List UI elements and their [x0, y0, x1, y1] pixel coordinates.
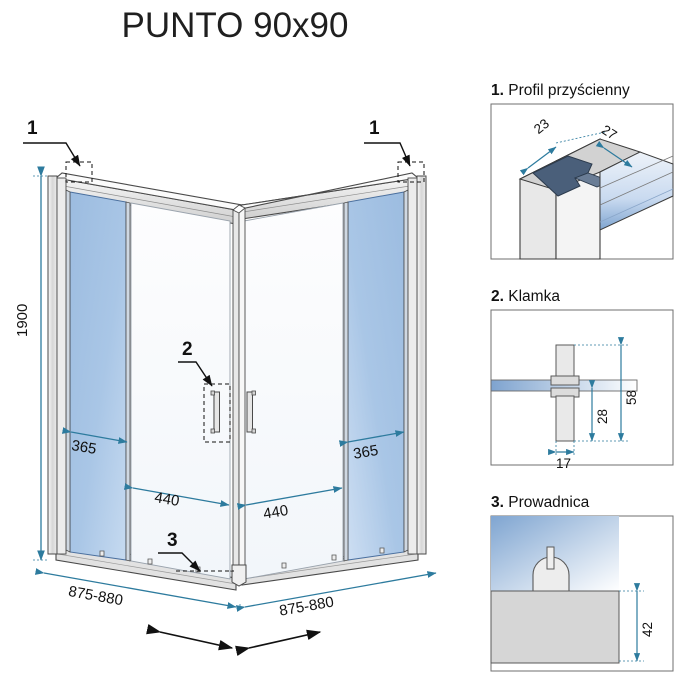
callout-1-left: 1 [27, 118, 38, 139]
callout-1-right: 1 [369, 118, 380, 139]
dimension-lines [33, 166, 437, 612]
wall-profile-right [407, 175, 427, 555]
detail-box-2-klamka [490, 309, 674, 466]
enclosure-geometry [47, 172, 427, 591]
slide-direction-arrows [146, 623, 322, 657]
detail-2-dim-58: 58 [624, 389, 639, 405]
sliding-door-right [243, 202, 344, 580]
sliding-door-left [130, 202, 231, 580]
detail-3-dim-42: 42 [640, 621, 655, 637]
detail-1-title: 1. Profil przyścienny [491, 82, 630, 99]
corner-post-center [231, 204, 247, 587]
detail-box-1-profil [490, 103, 674, 260]
detail-2-title: 2. Klamka [491, 288, 560, 305]
dim-height-1900: 1900 [14, 303, 31, 337]
callout-3-guide: 3 [167, 530, 178, 551]
detail-2-dim-17: 17 [556, 456, 572, 471]
page-title: PUNTO 90x90 [121, 6, 349, 45]
callout-leaders [23, 142, 425, 572]
callout-2-handle: 2 [182, 339, 193, 360]
handle-pair [210, 390, 256, 434]
wall-profile-left [47, 175, 67, 555]
detail-box-3-prowadnica [490, 515, 674, 672]
glass-panel-right-fixed [343, 189, 409, 562]
detail-2-dim-28: 28 [595, 408, 610, 424]
detail-3-title: 3. Prowadnica [491, 494, 590, 511]
glass-panel-left-fixed [65, 189, 131, 562]
